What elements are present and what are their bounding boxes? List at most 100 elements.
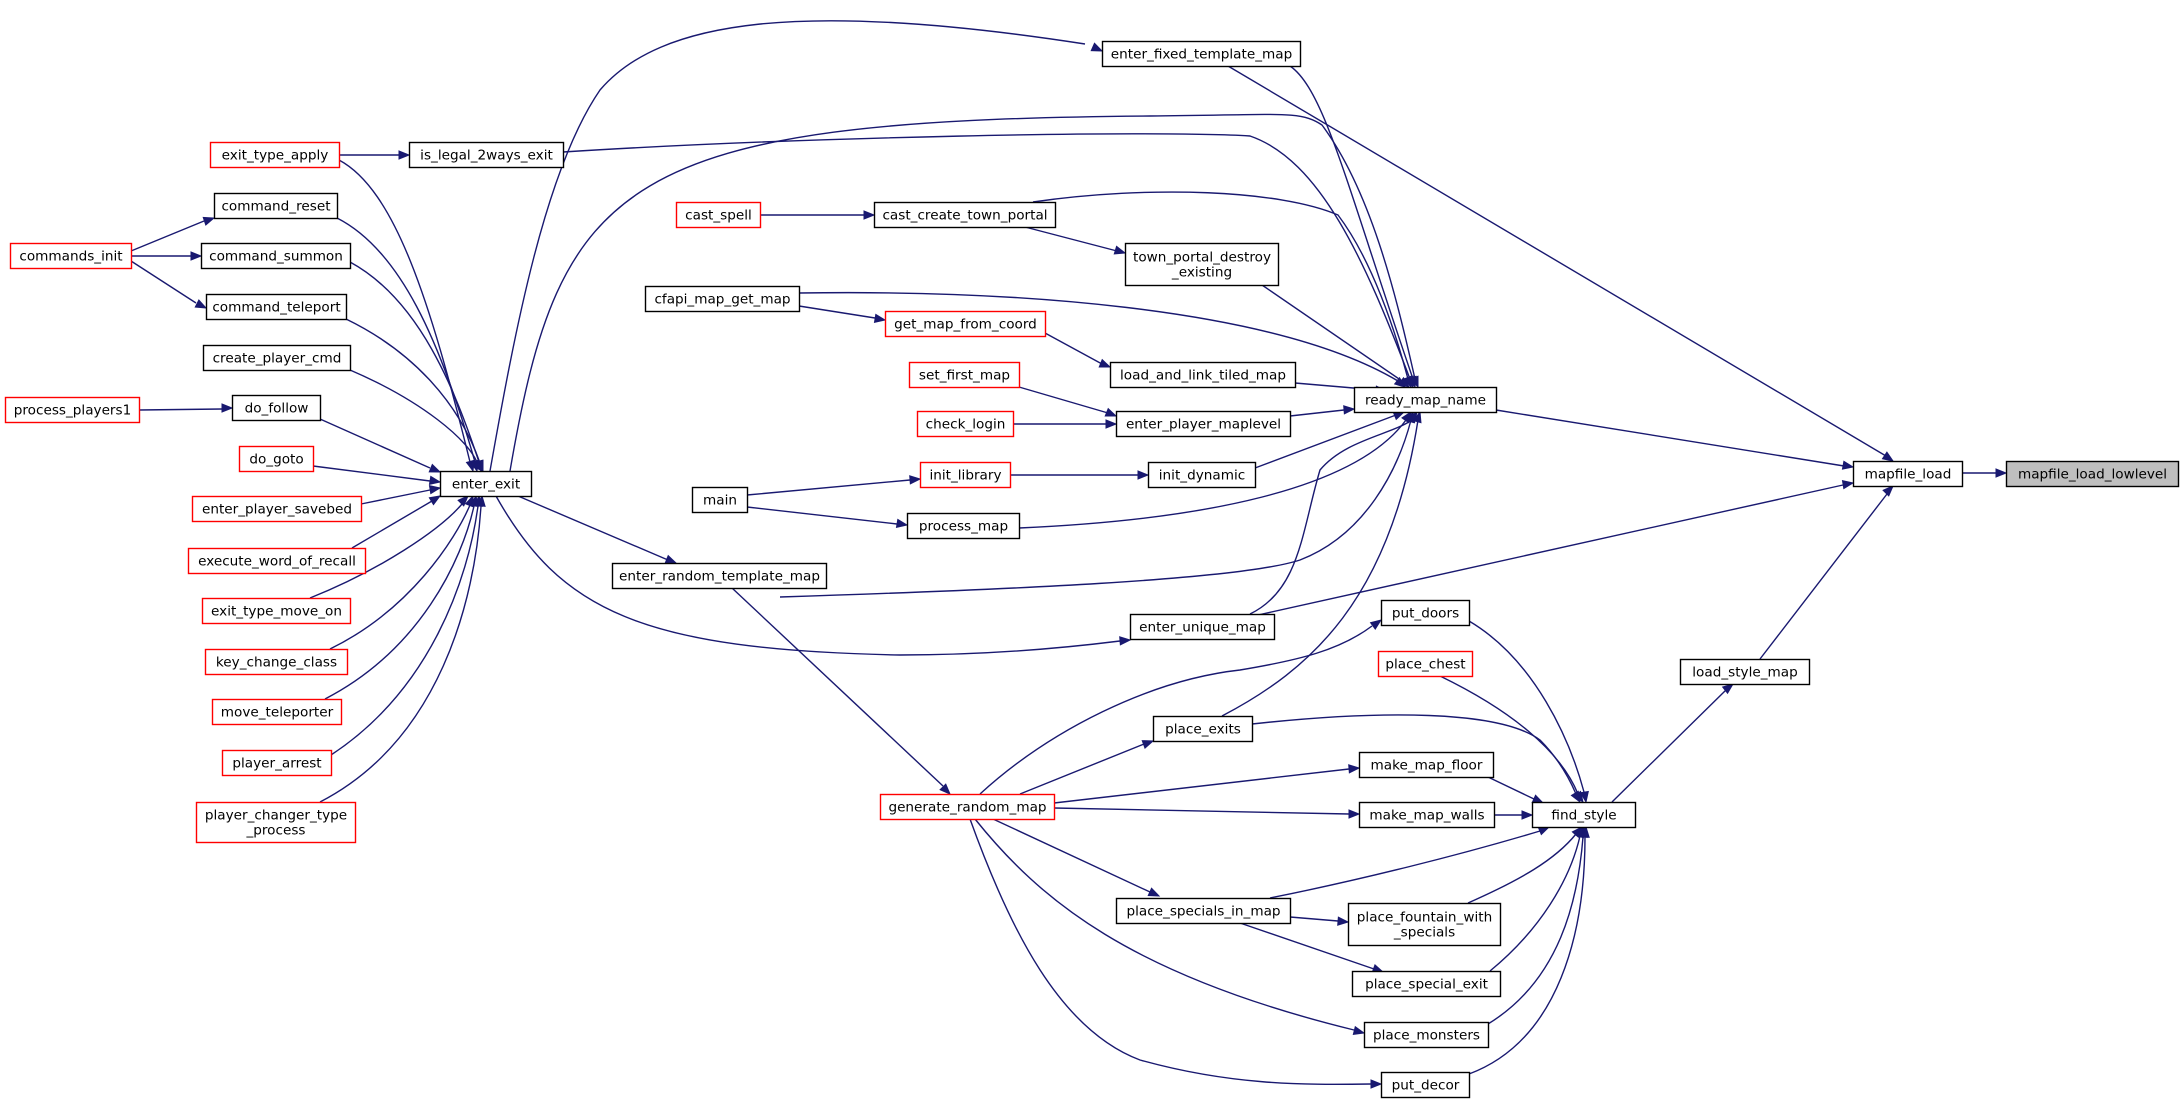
node-place_specials_in_map[interactable]: place_specials_in_map <box>1115 897 1292 925</box>
arrowhead-icon <box>1147 887 1161 897</box>
node-label: make_map_floor <box>1371 758 1483 774</box>
arrowhead-icon <box>1881 451 1895 462</box>
edge-enter_unique_map-to-ready_map_name <box>1249 410 1418 615</box>
node-place_fountain_with_specials[interactable]: place_fountain_with_specials <box>1347 902 1502 947</box>
node-box <box>1109 361 1297 389</box>
edge-generate_random_map-to-place_specials_in_map <box>992 818 1161 897</box>
edge-line <box>509 113 1416 472</box>
node-box <box>1115 410 1292 438</box>
edge-exit_type_move_on-to-enter_exit <box>309 495 469 599</box>
node-init_library[interactable]: init_library <box>919 461 1012 489</box>
node-enter_random_template_map[interactable]: enter_random_template_map <box>611 562 828 590</box>
node-box <box>2005 460 2180 488</box>
node-get_map_from_coord[interactable]: get_map_from_coord <box>884 310 1047 338</box>
node-do_follow[interactable]: do_follow <box>231 394 322 422</box>
arrowhead-icon <box>1580 825 1590 838</box>
edge-main-to-process_map <box>746 506 909 528</box>
node-create_player_cmd[interactable]: create_player_cmd <box>202 344 352 372</box>
node-make_map_floor[interactable]: make_map_floor <box>1358 751 1495 779</box>
edge-line <box>1289 409 1345 417</box>
arrowhead-icon <box>1841 460 1855 470</box>
edge-enter_exit-to-enter_random_template_map <box>517 495 678 564</box>
node-mapfile_load[interactable]: mapfile_load <box>1852 460 1964 488</box>
node-place_exits[interactable]: place_exits <box>1152 715 1254 743</box>
arrowhead-icon <box>1521 810 1534 820</box>
node-key_change_class[interactable]: key_change_class <box>204 648 349 676</box>
node-enter_player_savebed[interactable]: enter_player_savebed <box>191 495 363 523</box>
edge-get_map_from_coord-to-load_and_link_tiled_map <box>1044 332 1112 368</box>
edge-line <box>731 587 944 787</box>
edge-line <box>1611 689 1727 803</box>
edge-enter_exit-to-ready_map_name <box>509 113 1419 472</box>
edge-line <box>130 220 205 252</box>
edge-line <box>1053 807 1350 815</box>
node-find_style[interactable]: find_style <box>1531 801 1637 829</box>
node-load_style_map[interactable]: load_style_map <box>1679 658 1811 686</box>
node-cast_spell[interactable]: cast_spell <box>675 201 762 229</box>
node-exit_type_move_on[interactable]: exit_type_move_on <box>201 597 352 625</box>
node-exit_type_apply[interactable]: exit_type_apply <box>209 141 341 169</box>
node-cast_create_town_portal[interactable]: cast_create_town_portal <box>873 201 1057 229</box>
arrowhead-icon <box>194 299 208 309</box>
node-put_doors[interactable]: put_doors <box>1380 599 1471 627</box>
node-enter_fixed_template_map[interactable]: enter_fixed_template_map <box>1101 40 1302 68</box>
node-player_arrest[interactable]: player_arrest <box>221 749 333 777</box>
edge-make_map_walls-to-find_style <box>1494 810 1534 820</box>
node-load_and_link_tiled_map[interactable]: load_and_link_tiled_map <box>1109 361 1297 389</box>
edge-create_player_cmd-to-enter_exit <box>349 369 484 472</box>
arrowhead-icon <box>1393 376 1407 388</box>
edge-place_specials_in_map-to-find_style <box>1269 826 1551 899</box>
node-enter_unique_map[interactable]: enter_unique_map <box>1129 613 1276 641</box>
node-is_legal_2ways_exit[interactable]: is_legal_2ways_exit <box>408 141 565 169</box>
node-do_goto[interactable]: do_goto <box>238 445 315 473</box>
edge-do_goto-to-enter_exit <box>312 465 442 485</box>
node-set_first_map[interactable]: set_first_map <box>908 361 1021 389</box>
node-box <box>916 410 1015 438</box>
node-ready_map_name[interactable]: ready_map_name <box>1353 386 1498 414</box>
node-process_map[interactable]: process_map <box>906 512 1021 540</box>
node-box <box>873 201 1057 229</box>
node-box <box>202 344 352 372</box>
node-put_decor[interactable]: put_decor <box>1380 1071 1471 1099</box>
node-place_special_exit[interactable]: place_special_exit <box>1351 970 1502 998</box>
node-enter_exit[interactable]: enter_exit <box>439 470 533 498</box>
node-execute_word_of_recall[interactable]: execute_word_of_recall <box>187 547 367 575</box>
node-label: player_arrest <box>232 756 321 772</box>
edge-line <box>1254 414 1397 469</box>
arrowhead-icon <box>1841 480 1855 490</box>
node-command_summon[interactable]: command_summon <box>200 242 352 270</box>
edge-line <box>746 506 898 525</box>
node-enter_player_maplevel[interactable]: enter_player_maplevel <box>1115 410 1292 438</box>
node-town_portal_destroy_existing[interactable]: town_portal_destroy_existing <box>1124 242 1280 287</box>
node-main[interactable]: main <box>691 486 749 514</box>
node-place_monsters[interactable]: place_monsters <box>1363 1021 1490 1049</box>
node-command_teleport[interactable]: command_teleport <box>205 293 348 321</box>
node-player_changer_type_process[interactable]: player_changer_type_process <box>195 801 357 844</box>
node-make_map_walls[interactable]: make_map_walls <box>1358 801 1496 829</box>
node-label: place_special_exit <box>1365 977 1488 993</box>
node-label: put_doors <box>1392 606 1459 622</box>
node-label: init_dynamic <box>1159 468 1245 484</box>
edge-execute_word_of_recall-to-enter_exit <box>351 495 442 549</box>
edge-line <box>1227 65 1887 457</box>
arrowhead-icon <box>1721 683 1735 695</box>
node-commands_init[interactable]: commands_init <box>9 242 133 270</box>
node-check_login[interactable]: check_login <box>916 410 1015 438</box>
node-place_chest[interactable]: place_chest <box>1377 650 1474 678</box>
edge-line <box>130 260 197 304</box>
node-box <box>1358 751 1495 779</box>
node-label: generate_random_map <box>888 800 1046 816</box>
node-label: ready_map_name <box>1365 393 1486 409</box>
edge-line <box>1044 332 1103 365</box>
node-process_players1[interactable]: process_players1 <box>4 396 141 424</box>
node-label: is_legal_2ways_exit <box>420 148 553 164</box>
node-init_dynamic[interactable]: init_dynamic <box>1147 461 1257 489</box>
node-move_teleporter[interactable]: move_teleporter <box>211 698 343 726</box>
node-generate_random_map[interactable]: generate_random_map <box>879 793 1056 821</box>
node-cfapi_map_get_map[interactable]: cfapi_map_get_map <box>644 285 801 313</box>
edge-generate_random_map-to-place_monsters <box>974 818 1366 1036</box>
node-box <box>1852 460 1964 488</box>
edge-init_dynamic-to-ready_map_name <box>1254 411 1406 469</box>
node-box <box>439 470 533 498</box>
node-command_reset[interactable]: command_reset <box>213 192 339 220</box>
